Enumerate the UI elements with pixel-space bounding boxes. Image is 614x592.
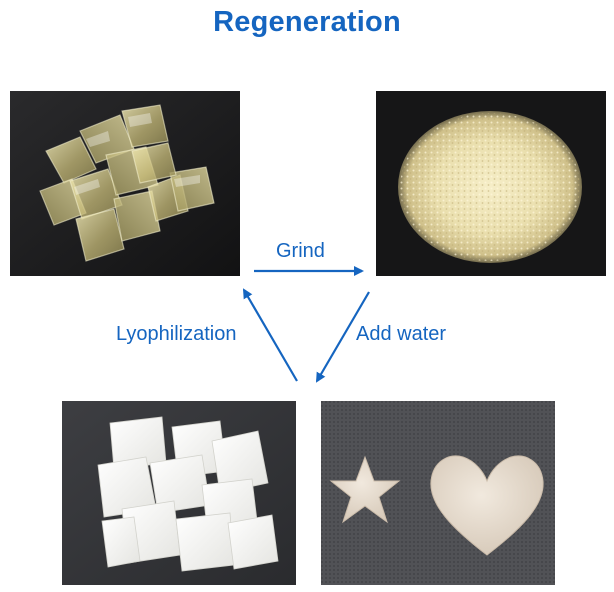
lyophilization-label: Lyophilization bbox=[116, 323, 237, 345]
ground-powder-photo bbox=[376, 91, 606, 276]
add-water-label: Add water bbox=[356, 323, 447, 345]
transparent-hydrogel-cubes-photo bbox=[10, 91, 240, 276]
lyophilization-arrow bbox=[242, 288, 298, 382]
lyophilized-sheets-photo bbox=[62, 401, 296, 585]
grind-label: Grind bbox=[276, 240, 325, 262]
diagram-title: Regeneration bbox=[213, 6, 401, 38]
shaped-gel-photo bbox=[321, 401, 555, 585]
